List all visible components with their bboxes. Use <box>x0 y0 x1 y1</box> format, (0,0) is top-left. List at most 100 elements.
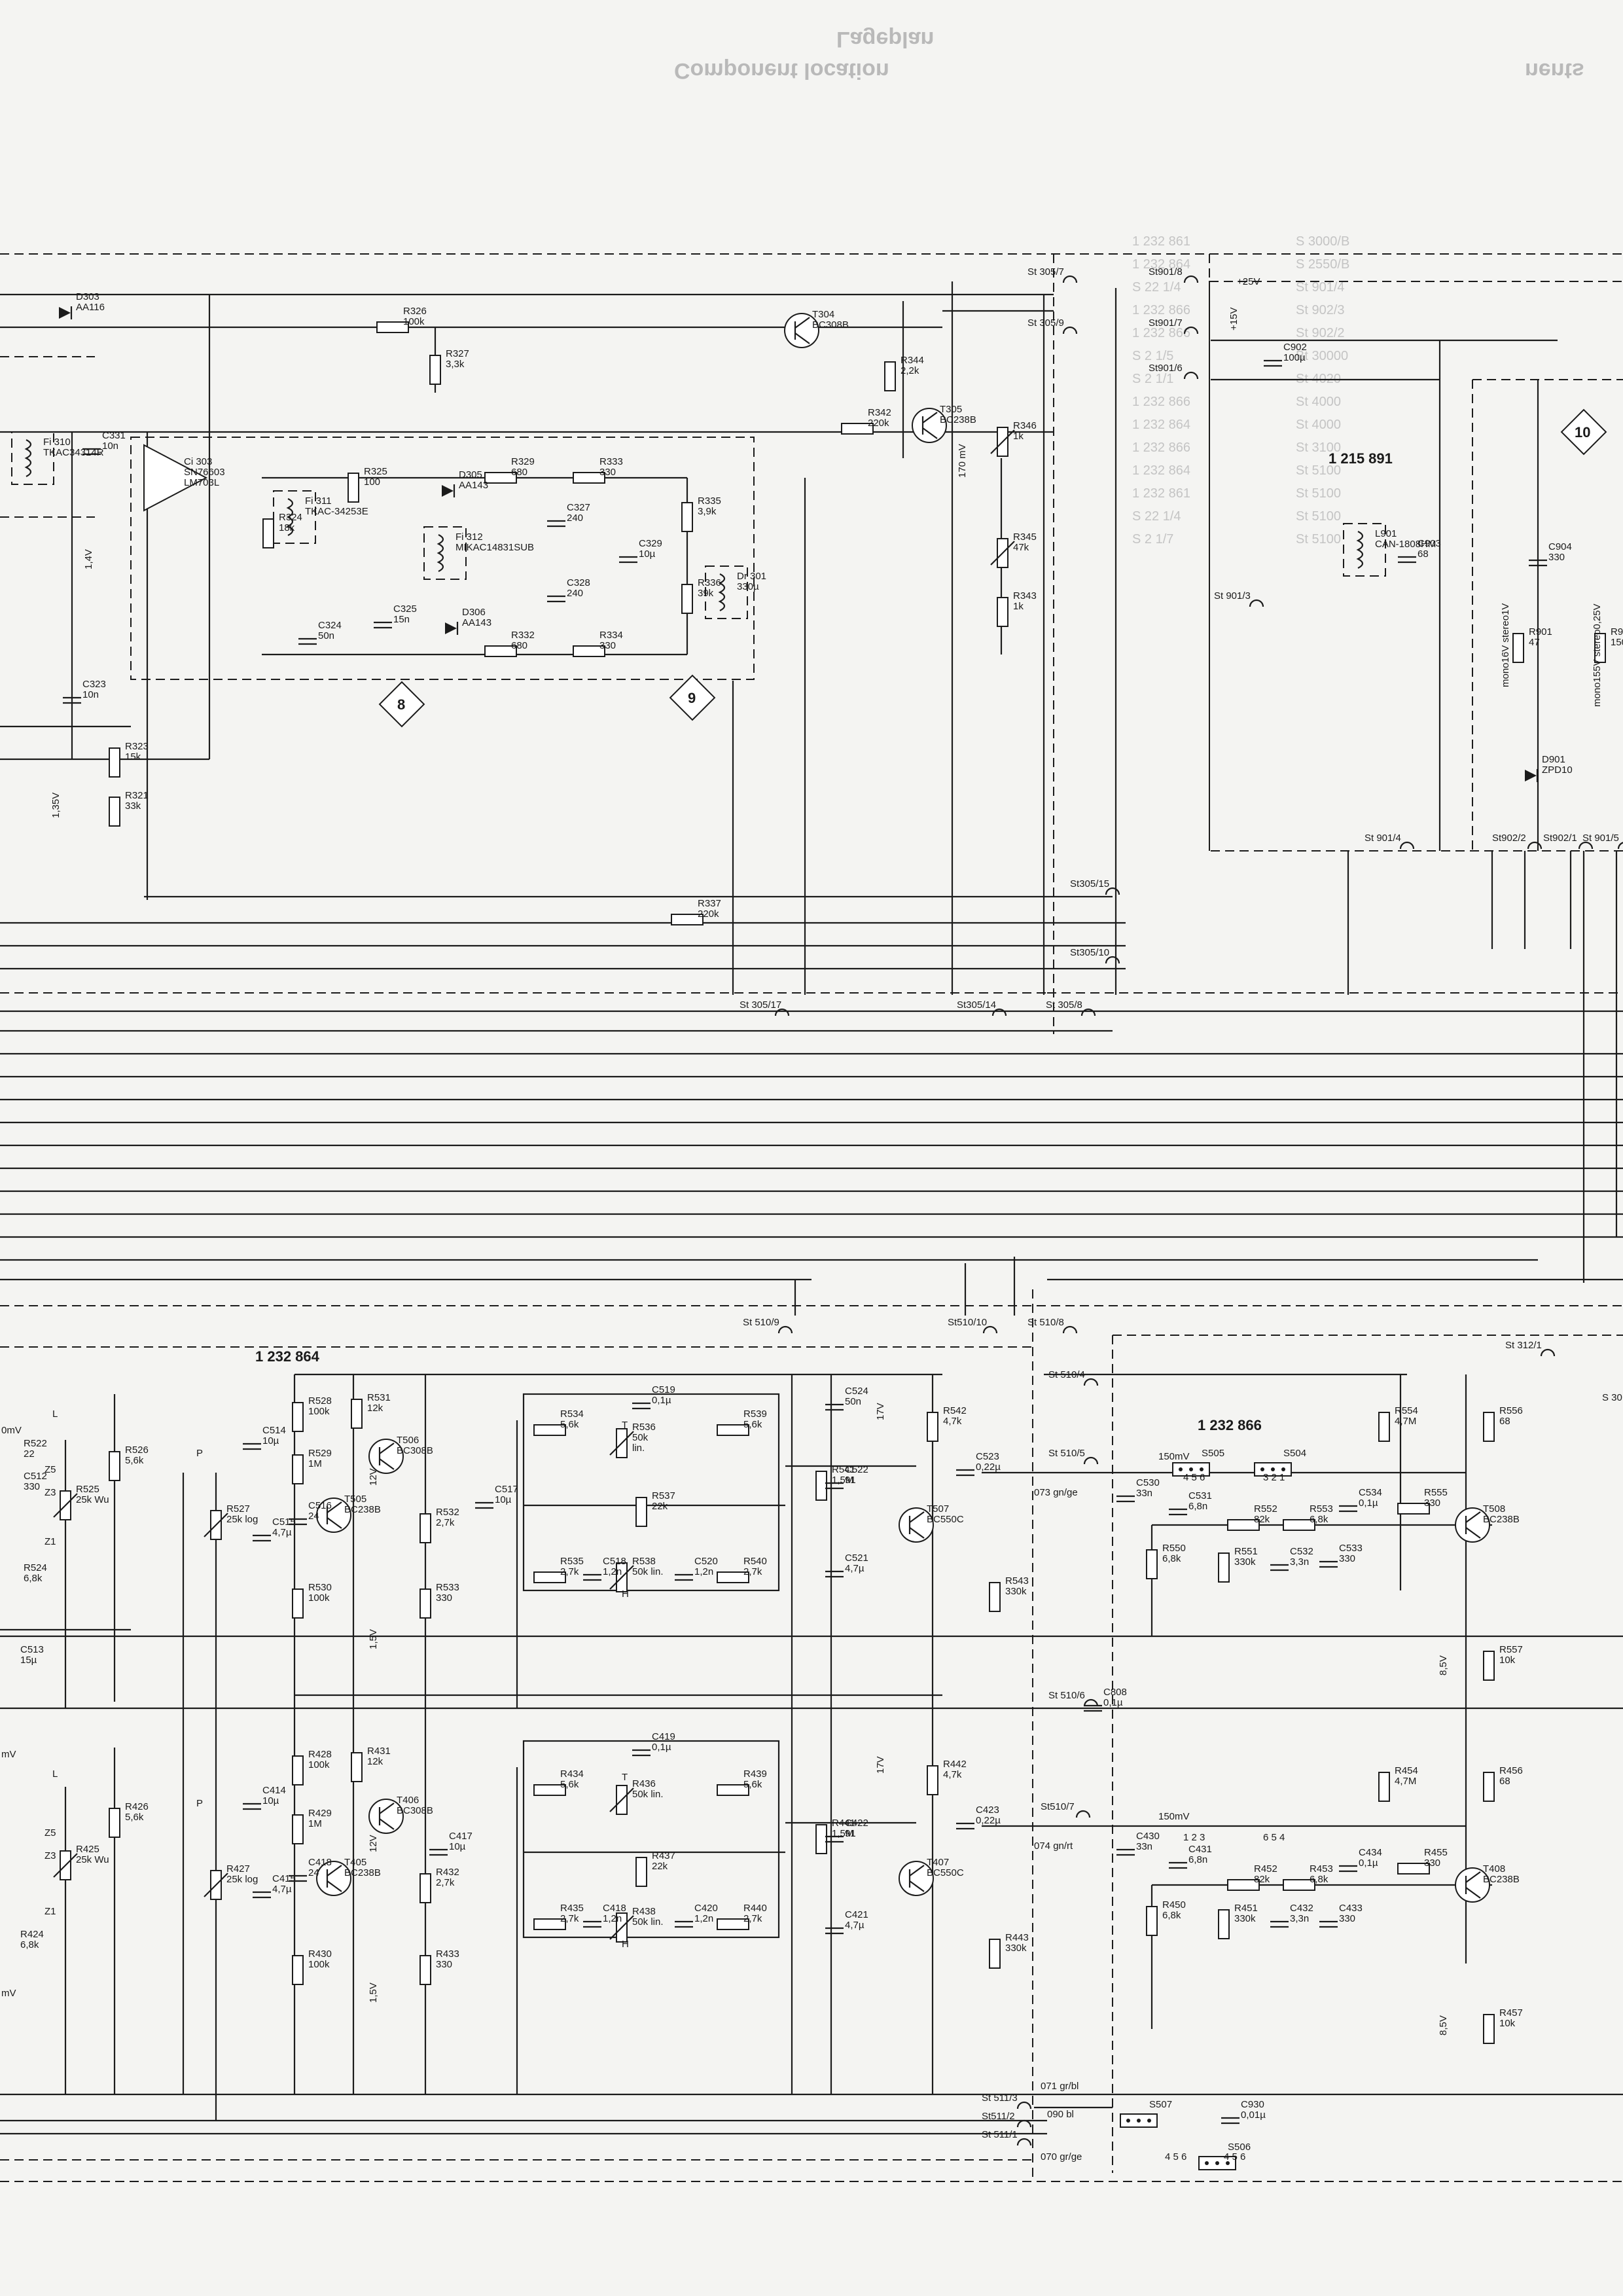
component-d901 <box>1525 769 1539 782</box>
svg-text:St 510/6: St 510/6 <box>1048 1690 1085 1701</box>
component-r453 <box>1283 1879 1315 1891</box>
svg-text:St 305/7: St 305/7 <box>1027 266 1064 278</box>
svg-text:St 901/5: St 901/5 <box>1582 833 1619 844</box>
board-number-1: 1 232 864 <box>255 1348 320 1365</box>
component-r333 <box>573 472 605 484</box>
note-z3b: Z3 <box>45 1850 56 1861</box>
component-r434 <box>533 1784 566 1796</box>
connector-st510_10: St510/10 <box>948 1317 998 1334</box>
svg-text:St902/2: St902/2 <box>1492 833 1526 844</box>
component-ci303 <box>143 444 208 512</box>
svg-text:St 312/1: St 312/1 <box>1505 1340 1542 1351</box>
svg-text:1 232 866: 1 232 866 <box>1132 440 1190 455</box>
component-r323 <box>109 747 120 778</box>
component-r552 <box>1227 1519 1260 1531</box>
component-r327 <box>429 355 441 385</box>
connector-st511_1: St 511/1 <box>982 2129 1032 2146</box>
note-c090: 090 bl <box>1047 2109 1074 2120</box>
svg-text:S 2 1/1: S 2 1/1 <box>1132 372 1173 386</box>
component-r332 <box>484 645 517 657</box>
component-r553 <box>1283 1519 1315 1531</box>
board-number-2: 1 232 866 <box>1198 1417 1262 1433</box>
note-l2: L <box>52 1768 58 1780</box>
board-outlines <box>0 253 1623 2182</box>
component-r344 <box>884 361 896 391</box>
component-c523 <box>956 1469 974 1477</box>
component-d306 <box>445 622 459 635</box>
component-r452 <box>1227 1879 1260 1891</box>
note-v14: 1,4V <box>83 549 94 569</box>
component-r450 <box>1146 1906 1158 1936</box>
svg-text:Bt 30000: Bt 30000 <box>1296 349 1348 363</box>
svg-text:1 232 866: 1 232 866 <box>1132 395 1190 409</box>
component-c516 <box>289 1518 307 1526</box>
component-c430 <box>1116 1848 1135 1856</box>
svg-text:St305/15: St305/15 <box>1070 878 1109 889</box>
component-s506 <box>1198 2156 1236 2170</box>
svg-text:St 901/3: St 901/3 <box>1214 590 1251 601</box>
svg-text:St 510/8: St 510/8 <box>1027 1317 1064 1328</box>
component-r528 <box>292 1402 304 1432</box>
component-c903 <box>1398 556 1416 564</box>
component-r538 <box>609 1562 634 1592</box>
svg-text:St901/8: St901/8 <box>1149 266 1183 278</box>
component-r431 <box>351 1752 363 1782</box>
label-s507: S507 <box>1149 2099 1172 2110</box>
note-t1: T <box>622 1420 628 1431</box>
board-number-3: 1 215 891 <box>1329 450 1393 467</box>
note-t2: T <box>622 1772 628 1783</box>
component-c417 <box>429 1848 448 1856</box>
svg-text:1 232 861: 1 232 861 <box>1132 234 1190 249</box>
component-c431 <box>1169 1861 1187 1869</box>
note-sw456c: 4 5 6 <box>1165 2151 1186 2162</box>
connector-st901_6: St901/6 <box>1149 363 1199 380</box>
component-r337 <box>671 914 704 925</box>
component-r551 <box>1218 1552 1230 1583</box>
svg-text:St 902/3: St 902/3 <box>1296 303 1345 317</box>
component-r329 <box>484 472 517 484</box>
component-r443 <box>989 1939 1001 1969</box>
component-fi312 <box>423 526 467 580</box>
component-r537 <box>635 1497 647 1527</box>
note-v17a: 17V <box>875 1403 886 1420</box>
svg-text:St 3100: St 3100 <box>1296 440 1341 455</box>
svg-text:10: 10 <box>1575 424 1590 440</box>
